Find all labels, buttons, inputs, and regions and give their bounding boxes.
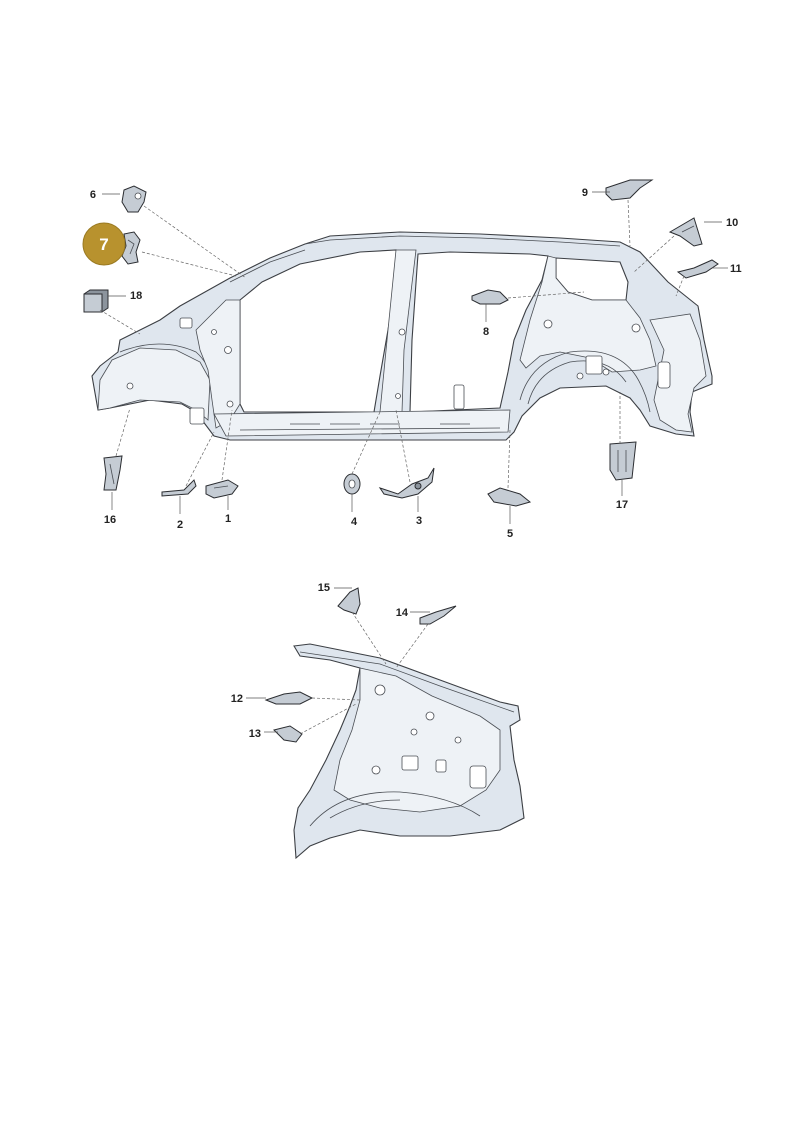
callout-14[interactable]: 14 xyxy=(396,607,409,619)
part-16[interactable] xyxy=(103,455,123,491)
callout-6[interactable]: 6 xyxy=(90,189,96,201)
part-17[interactable] xyxy=(609,441,637,481)
part-12[interactable] xyxy=(264,691,314,705)
callout-2[interactable]: 2 xyxy=(177,519,183,531)
part-5[interactable] xyxy=(487,487,532,507)
callout-1[interactable]: 1 xyxy=(225,513,231,525)
part-8[interactable] xyxy=(471,289,509,305)
callout-9[interactable]: 9 xyxy=(582,187,588,199)
part-3[interactable] xyxy=(378,467,435,499)
callout-7: 7 xyxy=(99,235,108,254)
callout-5[interactable]: 5 xyxy=(507,528,513,540)
part-14[interactable] xyxy=(419,605,457,625)
rear-quarter-panel xyxy=(293,643,525,860)
part-15[interactable] xyxy=(337,587,361,615)
part-6[interactable] xyxy=(121,185,147,213)
callout-4[interactable]: 4 xyxy=(351,516,358,528)
callout-labels: 6 18 16 2 1 4 3 5 17 8 9 10 11 15 14 12 … xyxy=(90,187,742,740)
callout-18[interactable]: 18 xyxy=(130,290,142,302)
callout-15[interactable]: 15 xyxy=(318,582,330,594)
leader-lines xyxy=(99,191,728,735)
callout-17[interactable]: 17 xyxy=(616,499,628,511)
part-2[interactable] xyxy=(161,479,197,497)
highlight-callout-7[interactable]: 7 xyxy=(82,222,126,266)
part-9[interactable] xyxy=(605,179,654,201)
part-13[interactable] xyxy=(273,725,303,743)
highlight-circle xyxy=(82,222,126,266)
part-18[interactable] xyxy=(83,289,109,313)
callout-12[interactable]: 12 xyxy=(231,693,243,705)
callout-3[interactable]: 3 xyxy=(416,515,422,527)
callout-10[interactable]: 10 xyxy=(726,217,738,229)
callout-13[interactable]: 13 xyxy=(249,728,261,740)
callout-8[interactable]: 8 xyxy=(483,326,489,338)
part-4[interactable] xyxy=(343,473,361,495)
part-10[interactable] xyxy=(668,217,703,247)
side-body-panel xyxy=(91,231,713,441)
callout-16[interactable]: 16 xyxy=(104,514,116,526)
part-11[interactable] xyxy=(676,259,719,279)
part-1[interactable] xyxy=(205,479,239,499)
callout-11[interactable]: 11 xyxy=(730,263,742,275)
